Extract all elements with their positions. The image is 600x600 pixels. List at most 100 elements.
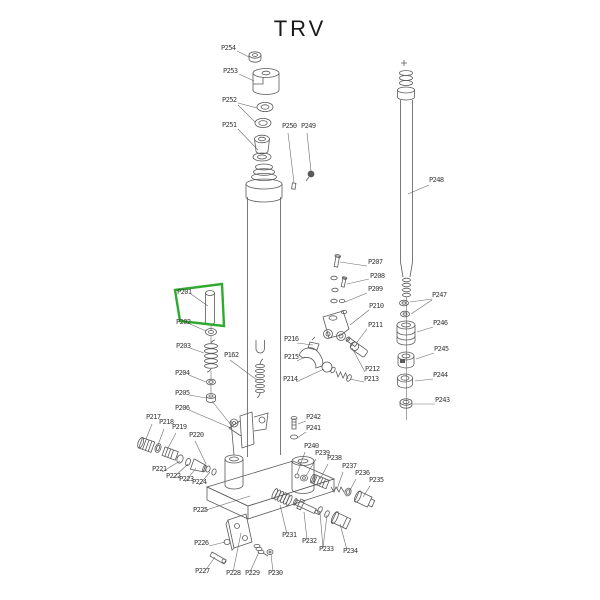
- part-label-p208: P208: [370, 272, 385, 280]
- part-label-p231: P231: [282, 531, 297, 539]
- base-block: [207, 455, 334, 519]
- spring-screw-p229: [254, 544, 268, 556]
- fitting-p219: [162, 447, 178, 460]
- ring-p243: [400, 399, 412, 408]
- part-label-p209: P209: [368, 285, 383, 293]
- part-label-p234: P234: [343, 547, 358, 555]
- part-label-p228: P228: [226, 569, 241, 577]
- ball-p240: [295, 474, 299, 478]
- part-label-p242: P242: [306, 413, 321, 421]
- ring-p223: [205, 465, 211, 472]
- part-label-p232: P232: [302, 537, 317, 545]
- part-label-p254: P254: [221, 44, 236, 52]
- spring-p231: [271, 488, 293, 506]
- part-label-p244: P244: [433, 371, 448, 379]
- ring-p236: [344, 487, 353, 497]
- main-cylinder: [229, 164, 315, 478]
- part-label-p241: P241: [306, 424, 321, 432]
- spring-p237: [331, 487, 344, 492]
- spring-p213: [336, 371, 348, 379]
- part-label-p220: P220: [189, 431, 204, 439]
- part-label-p240: P240: [304, 442, 319, 450]
- part-label-p250: P250: [282, 122, 297, 130]
- part-label-p206: P206: [175, 404, 190, 412]
- ring-p224: [211, 468, 217, 475]
- part-label-p162: P162: [224, 351, 239, 359]
- part-label-p224: P224: [192, 478, 207, 486]
- part-label-p243: P243: [435, 396, 450, 404]
- part-label-p210: P210: [369, 302, 384, 310]
- bottom-right-valve-rows: [271, 474, 376, 530]
- part-label-p217: P217: [146, 413, 161, 421]
- part-label-p225: P225: [193, 506, 208, 514]
- part-label-p249: P249: [301, 122, 316, 130]
- plug-p217: [136, 437, 154, 453]
- part-label-p246: P246: [433, 319, 448, 327]
- part-label-p229: P229: [245, 569, 260, 577]
- part-label-p226: P226: [194, 539, 209, 547]
- plug-p235: [353, 490, 376, 509]
- nut-p205: [207, 394, 216, 403]
- diagram-title: TRV: [273, 16, 327, 41]
- linkage-bracket: [229, 412, 268, 448]
- top-cap-assembly: [249, 52, 279, 161]
- spring-p203: [205, 340, 218, 372]
- screw-p242: [292, 419, 296, 429]
- ring-p233a: [317, 506, 324, 514]
- plunger-p212: [349, 340, 369, 357]
- part-label-p233: P233: [319, 545, 334, 553]
- link-p216: [308, 337, 319, 350]
- packing-p246: [397, 321, 415, 345]
- part-label-p212: P212: [365, 365, 380, 373]
- lower-left-fittings: [136, 437, 217, 476]
- release-valve-assembly: [299, 254, 368, 382]
- part-label-p203: P203: [176, 342, 191, 350]
- bracket-p228: [228, 514, 252, 548]
- ring-p233b: [324, 510, 331, 518]
- part-label-p253: P253: [223, 67, 238, 75]
- part-label-p248: P248: [429, 176, 444, 184]
- part-label-p211: P211: [368, 321, 383, 329]
- ring-p244: [398, 374, 413, 388]
- pump-rod-assembly: [397, 60, 415, 420]
- part-label-p245: P245: [434, 345, 449, 353]
- bottom-bracket-cluster: [210, 514, 273, 564]
- part-label-p239: P239: [315, 449, 330, 457]
- part-label-p230: P230: [268, 569, 283, 577]
- part-label-p227: P227: [195, 567, 210, 575]
- ring-p218: [154, 443, 162, 453]
- nut-p230: [267, 550, 273, 555]
- nut-p226: [224, 540, 230, 545]
- knob-p214: [322, 362, 332, 372]
- ring-p241: [291, 435, 298, 439]
- part-label-p235: P235: [369, 476, 384, 484]
- part-label-p237: P237: [342, 462, 357, 470]
- pin-p201: [206, 291, 215, 325]
- washer-p222: [185, 458, 192, 467]
- left-parts-column: [205, 291, 232, 426]
- part-label-p213: P213: [364, 375, 379, 383]
- part-label-p247: P247: [432, 291, 447, 299]
- nut-p239: [301, 475, 308, 481]
- ring-p204: [207, 379, 216, 385]
- plug-p234: [330, 511, 351, 530]
- nut-p245: [398, 352, 414, 368]
- part-label-p252: P252: [222, 96, 237, 104]
- part-label-p205: P205: [175, 389, 190, 397]
- nut-p221: [176, 454, 185, 464]
- part-label-p204: P204: [175, 369, 190, 377]
- part-label-p221: P221: [152, 465, 167, 473]
- part-label-p201: P201: [177, 288, 192, 296]
- part-label-p215: P215: [284, 353, 299, 361]
- part-label-p216: P216: [284, 335, 299, 343]
- part-label-p207: P207: [368, 258, 383, 266]
- spring-p162: [256, 359, 265, 398]
- yoke-p210: [323, 311, 349, 341]
- lever-p215: [299, 348, 323, 368]
- part-label-p219: P219: [172, 423, 187, 431]
- part-label-p202: P202: [176, 318, 191, 326]
- highlight-box-p201[interactable]: [175, 284, 224, 326]
- part-label-p222: P222: [166, 472, 181, 480]
